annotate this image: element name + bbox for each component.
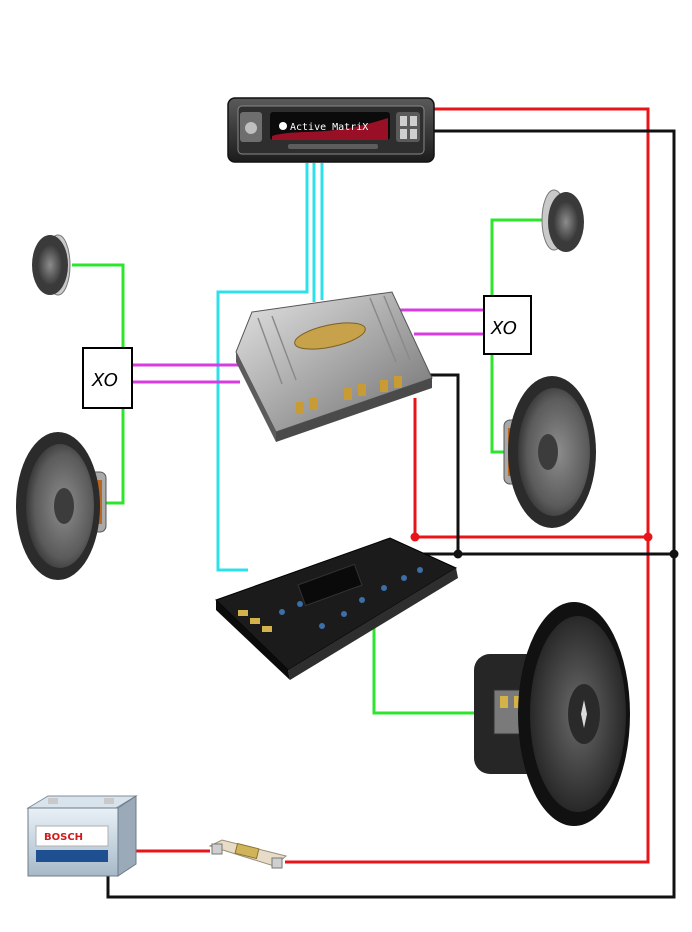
tweeter-left bbox=[32, 234, 71, 296]
rca-wire bbox=[216, 163, 309, 572]
blk-wire bbox=[106, 129, 676, 899]
crossover-right: XO bbox=[483, 295, 532, 355]
midrange-speaker-right bbox=[503, 376, 596, 528]
power-junction bbox=[643, 532, 653, 542]
rca-wires bbox=[216, 163, 324, 572]
grn-wire bbox=[490, 354, 505, 454]
green-speaker-wires bbox=[72, 218, 545, 715]
blk-wire bbox=[420, 373, 674, 556]
car-battery: BOSCH bbox=[26, 795, 138, 877]
ground-junction bbox=[453, 549, 463, 559]
inline-fuse bbox=[208, 839, 288, 869]
subwoofer bbox=[474, 602, 630, 826]
grn-wire bbox=[72, 263, 125, 348]
crossover-left-label: XO bbox=[91, 370, 118, 391]
mono-amplifier bbox=[215, 537, 458, 680]
red-wire bbox=[285, 107, 650, 864]
magenta-speaker-wires bbox=[133, 308, 484, 384]
crossover-left: XO bbox=[82, 347, 133, 409]
midrange-speaker-left bbox=[16, 432, 107, 580]
tweeter-right bbox=[541, 189, 584, 252]
battery-brand: BOSCH bbox=[44, 832, 83, 843]
head-unit-display-text: Active MatriX bbox=[290, 122, 368, 133]
crossover-right-label: XO bbox=[490, 318, 517, 339]
four-channel-amplifier bbox=[235, 291, 433, 442]
power-junction bbox=[410, 532, 420, 542]
head-unit: Active MatriX bbox=[227, 97, 435, 163]
ground-junction bbox=[669, 549, 679, 559]
grn-wire bbox=[372, 625, 475, 715]
grn-wire bbox=[103, 408, 125, 505]
grn-wire bbox=[490, 218, 545, 296]
